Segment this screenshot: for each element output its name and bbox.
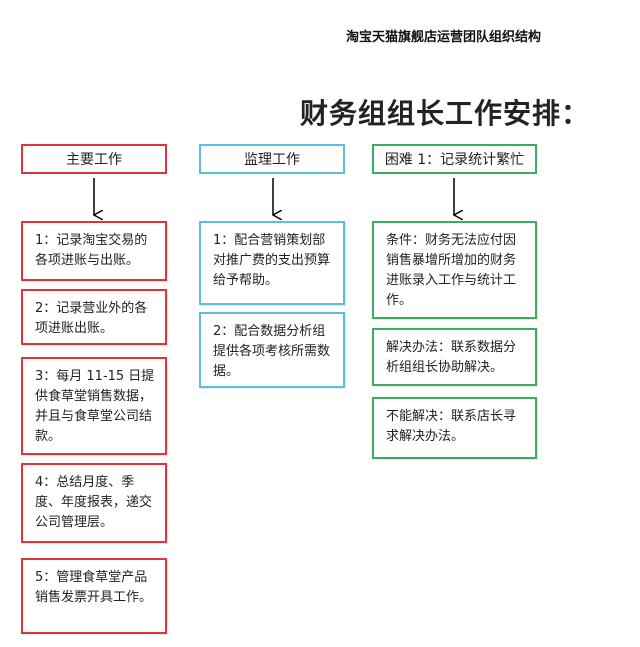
- difficulty-fallback: 不能解决：联系店长寻求解决办法。: [372, 397, 537, 459]
- supervision-item-1: 1：配合营销策划部对推广费的支出预算给予帮助。: [199, 221, 345, 305]
- main-work-item-2: 2：记录营业外的各项进账出账。: [21, 289, 167, 345]
- main-work-item-4: 4：总结月度、季度、年度报表，递交公司管理层。: [21, 463, 167, 543]
- main-work-item-5: 5：管理食草堂产品销售发票开具工作。: [21, 558, 167, 634]
- org-structure-title: 淘宝天猫旗舰店运营团队组织结构: [346, 30, 542, 45]
- supervision-item-2: 2：配合数据分析组提供各项考核所需数据。: [199, 312, 345, 388]
- header-main-work: 主要工作: [21, 144, 167, 174]
- difficulty-condition: 条件：财务无法应付因销售暴增所增加的财务进账录入工作与统计工作。: [372, 221, 537, 319]
- page-title: 财务组组长工作安排：: [300, 97, 591, 130]
- difficulty-solution: 解决办法：联系数据分析组组长协助解决。: [372, 328, 537, 386]
- main-work-item-3: 3：每月 11-15 日提供食草堂销售数据，并且与食草堂公司结款。: [21, 357, 167, 455]
- main-work-item-1: 1：记录淘宝交易的各项进账与出账。: [21, 221, 167, 281]
- header-difficulty-1: 困难 1：记录统计繁忙: [372, 144, 537, 174]
- header-supervision-work: 监理工作: [199, 144, 345, 174]
